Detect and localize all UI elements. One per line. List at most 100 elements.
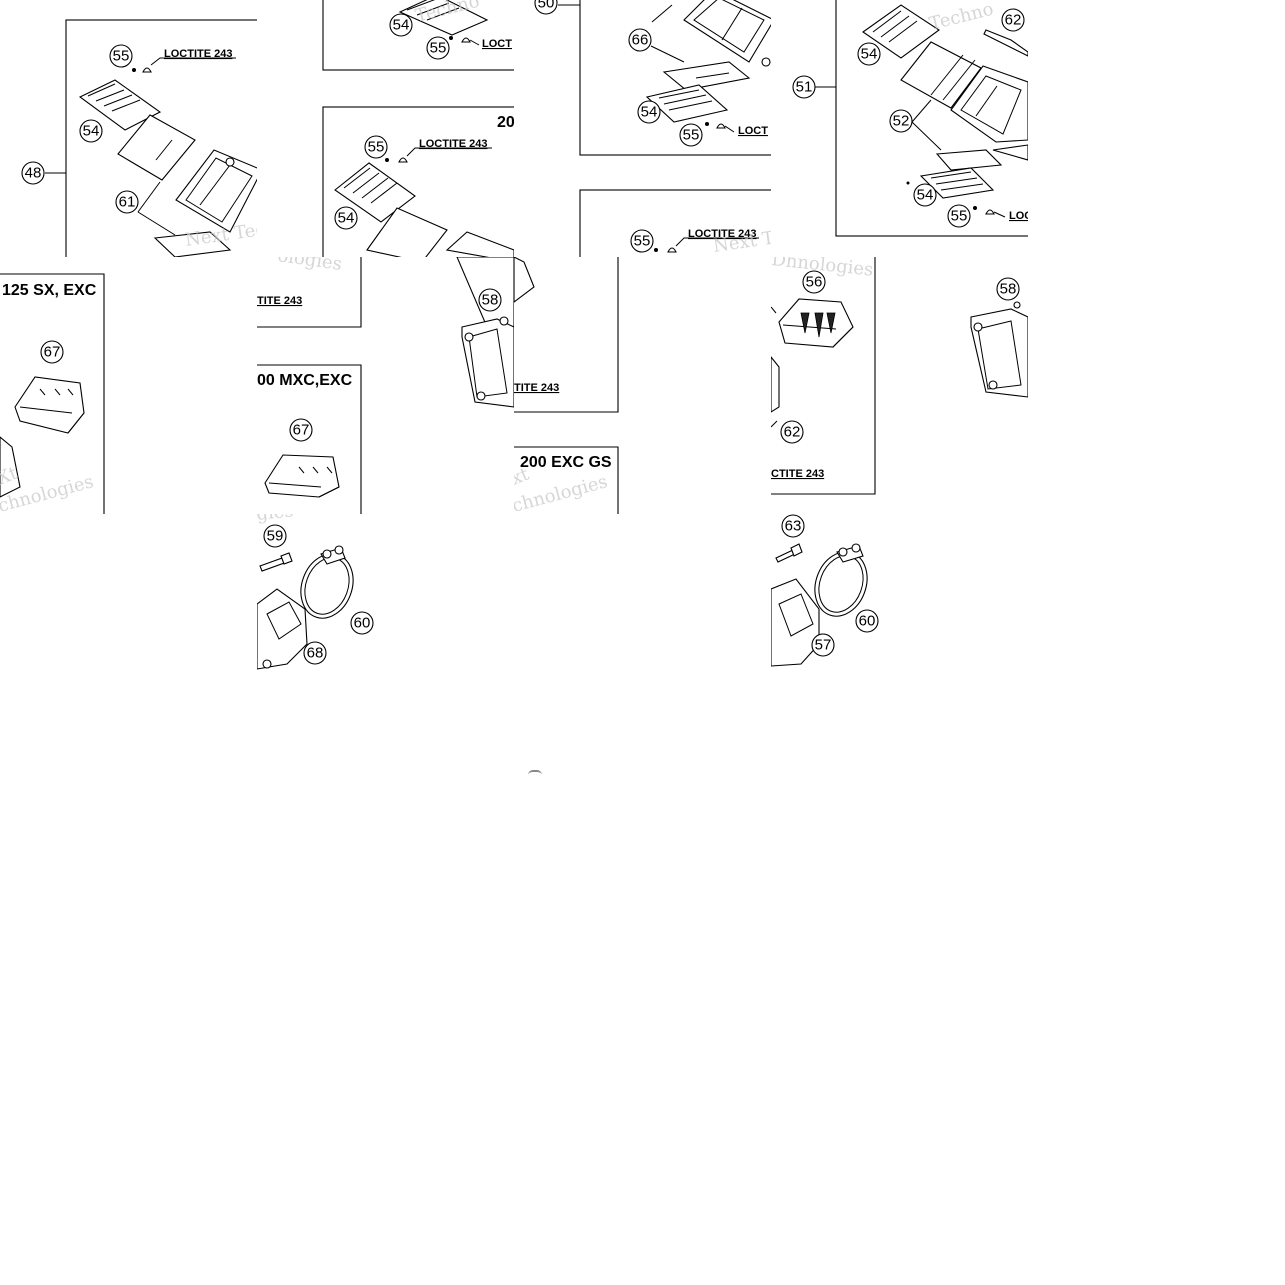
loctite-note: LOCT xyxy=(482,38,512,50)
svg-text:67: 67 xyxy=(293,422,310,439)
diagram-tile-t12: TITE 243 200 EXC GS xt chnologies xyxy=(514,257,771,514)
leader-line xyxy=(150,57,236,66)
svg-text:57: 57 xyxy=(815,637,832,654)
stray-mark xyxy=(528,770,542,775)
intake-manifold xyxy=(771,578,820,667)
svg-text:59: 59 xyxy=(267,528,284,545)
exploded-view-125-sx-exc: 125 SX, EXC 67 Xt chnologies xyxy=(0,273,105,514)
svg-text:55: 55 xyxy=(634,233,651,250)
callout-55: 55 xyxy=(630,229,654,253)
svg-text:54: 54 xyxy=(83,123,100,140)
group-frame-upper xyxy=(257,257,362,328)
callout-59: 59 xyxy=(263,524,287,548)
lower-reed-plate xyxy=(153,231,232,257)
reed-cage-cover xyxy=(14,376,85,434)
diagram-tile-t23: 63 60 57 xyxy=(771,514,1028,771)
exploded-view-intake-clamp-59: 59 60 68 gies xyxy=(257,514,374,670)
diagram-tile-t21: 59 60 68 gies xyxy=(257,514,514,771)
callout-55: 55 xyxy=(426,36,450,60)
svg-text:60: 60 xyxy=(859,613,876,630)
callout-54: 54 xyxy=(389,13,413,37)
intake-manifold xyxy=(257,588,308,670)
reed-cage xyxy=(778,298,854,348)
loctite-note: TITE 243 xyxy=(514,382,559,394)
svg-text:48: 48 xyxy=(25,165,42,182)
reed-block-housing xyxy=(950,65,1028,143)
callout-55: 55 xyxy=(364,135,388,159)
callout-54: 54 xyxy=(79,119,103,143)
screw-head xyxy=(142,67,152,73)
callout-62: 62 xyxy=(1001,8,1025,32)
callout-57: 57 xyxy=(811,633,835,657)
svg-text:66: 66 xyxy=(632,32,649,49)
group-frame xyxy=(835,0,1028,237)
callout-61: 61 xyxy=(115,190,139,214)
svg-text:58: 58 xyxy=(482,292,499,309)
group-frame xyxy=(65,19,257,257)
svg-text:55: 55 xyxy=(368,139,385,156)
reed-block-housing xyxy=(683,0,771,67)
group-frame xyxy=(771,257,876,495)
reed-petal-plate xyxy=(398,0,489,36)
loctite-note: LOCTITE 243 xyxy=(419,138,487,150)
diagram-tile-t00: 55 LOCTITE 243 54 61 xyxy=(0,0,257,257)
exploded-view-reed-cage-56: Dhnologies 56 62 CTITE 243 58 xyxy=(771,257,1028,495)
svg-text:60: 60 xyxy=(354,615,371,632)
loctite-note: LOCT xyxy=(738,125,768,137)
reed-gasket xyxy=(366,207,448,257)
callout-54: 54 xyxy=(857,42,881,66)
loctite-note: LOCTITE 243 xyxy=(164,48,232,60)
model-variant-label: 125 SX, EXC xyxy=(2,282,97,299)
group-frame-upper xyxy=(322,0,514,71)
callout-58: 58 xyxy=(478,288,502,312)
reed-gasket xyxy=(117,114,196,181)
callout-67: 67 xyxy=(40,340,64,364)
group-frame-upper xyxy=(514,257,619,413)
svg-text:63: 63 xyxy=(785,518,802,535)
svg-text:54: 54 xyxy=(338,210,355,227)
diagram-tile-t11: TITE 243 00 MXC,EXC 67 58 ologies xyxy=(257,257,514,514)
loctite-note: TITE 243 xyxy=(257,295,302,307)
callout-66: 66 xyxy=(628,28,652,52)
group-frame xyxy=(0,273,105,514)
intake-flange-edge xyxy=(771,356,780,413)
svg-text:54: 54 xyxy=(393,17,410,34)
callout-56: 56 xyxy=(802,270,826,294)
watermark-text: ologies xyxy=(276,257,343,275)
callout-55: 55 xyxy=(109,44,133,68)
model-variant-label: 00 MXC,EXC xyxy=(257,372,353,389)
reed-block-housing xyxy=(175,149,257,233)
svg-text:62: 62 xyxy=(1005,12,1022,29)
svg-text:52: 52 xyxy=(893,113,910,130)
reed-petal-plate xyxy=(645,84,729,123)
diagram-tile-t03: 62 54 51 52 xyxy=(771,0,1028,257)
svg-text:55: 55 xyxy=(113,48,130,65)
watermark-text: gies xyxy=(257,514,294,525)
intake-flange xyxy=(0,436,21,498)
callout-60: 60 xyxy=(350,611,374,635)
callout-68: 68 xyxy=(303,641,327,665)
exploded-view-reed-valve-48: 55 LOCTITE 243 54 61 xyxy=(21,19,257,257)
reed-cage-cover xyxy=(264,454,340,498)
diagram-tile-t13: Dhnologies 56 62 CTITE 243 58 xyxy=(771,257,1028,514)
callout-62: 62 xyxy=(780,420,804,444)
group-frame-lower xyxy=(257,364,362,514)
intake-flange xyxy=(456,257,514,408)
callout-60: 60 xyxy=(855,609,879,633)
svg-text:54: 54 xyxy=(861,46,878,63)
model-variant-label: 20 xyxy=(497,114,514,131)
svg-text:55: 55 xyxy=(683,127,700,144)
svg-text:51: 51 xyxy=(796,79,813,96)
hose-clamp xyxy=(814,543,868,617)
callout-54: 54 xyxy=(637,100,661,124)
intake-flange-edge xyxy=(514,257,535,303)
callout-48: 48 xyxy=(21,161,45,185)
exploded-view-reed-valve-200: 54 55 LOCT 20 55 LOCTITE 243 54 Techno xyxy=(322,0,514,257)
clamp-screw xyxy=(775,543,803,563)
svg-text:50: 50 xyxy=(538,0,555,12)
svg-text:56: 56 xyxy=(806,274,823,291)
watermark-text: Techno xyxy=(927,0,996,35)
loctite-note: LOC xyxy=(1009,210,1028,222)
svg-text:54: 54 xyxy=(641,104,658,121)
exploded-view-reed-valve-50: 50 66 54 55 LOCT xyxy=(534,0,771,257)
